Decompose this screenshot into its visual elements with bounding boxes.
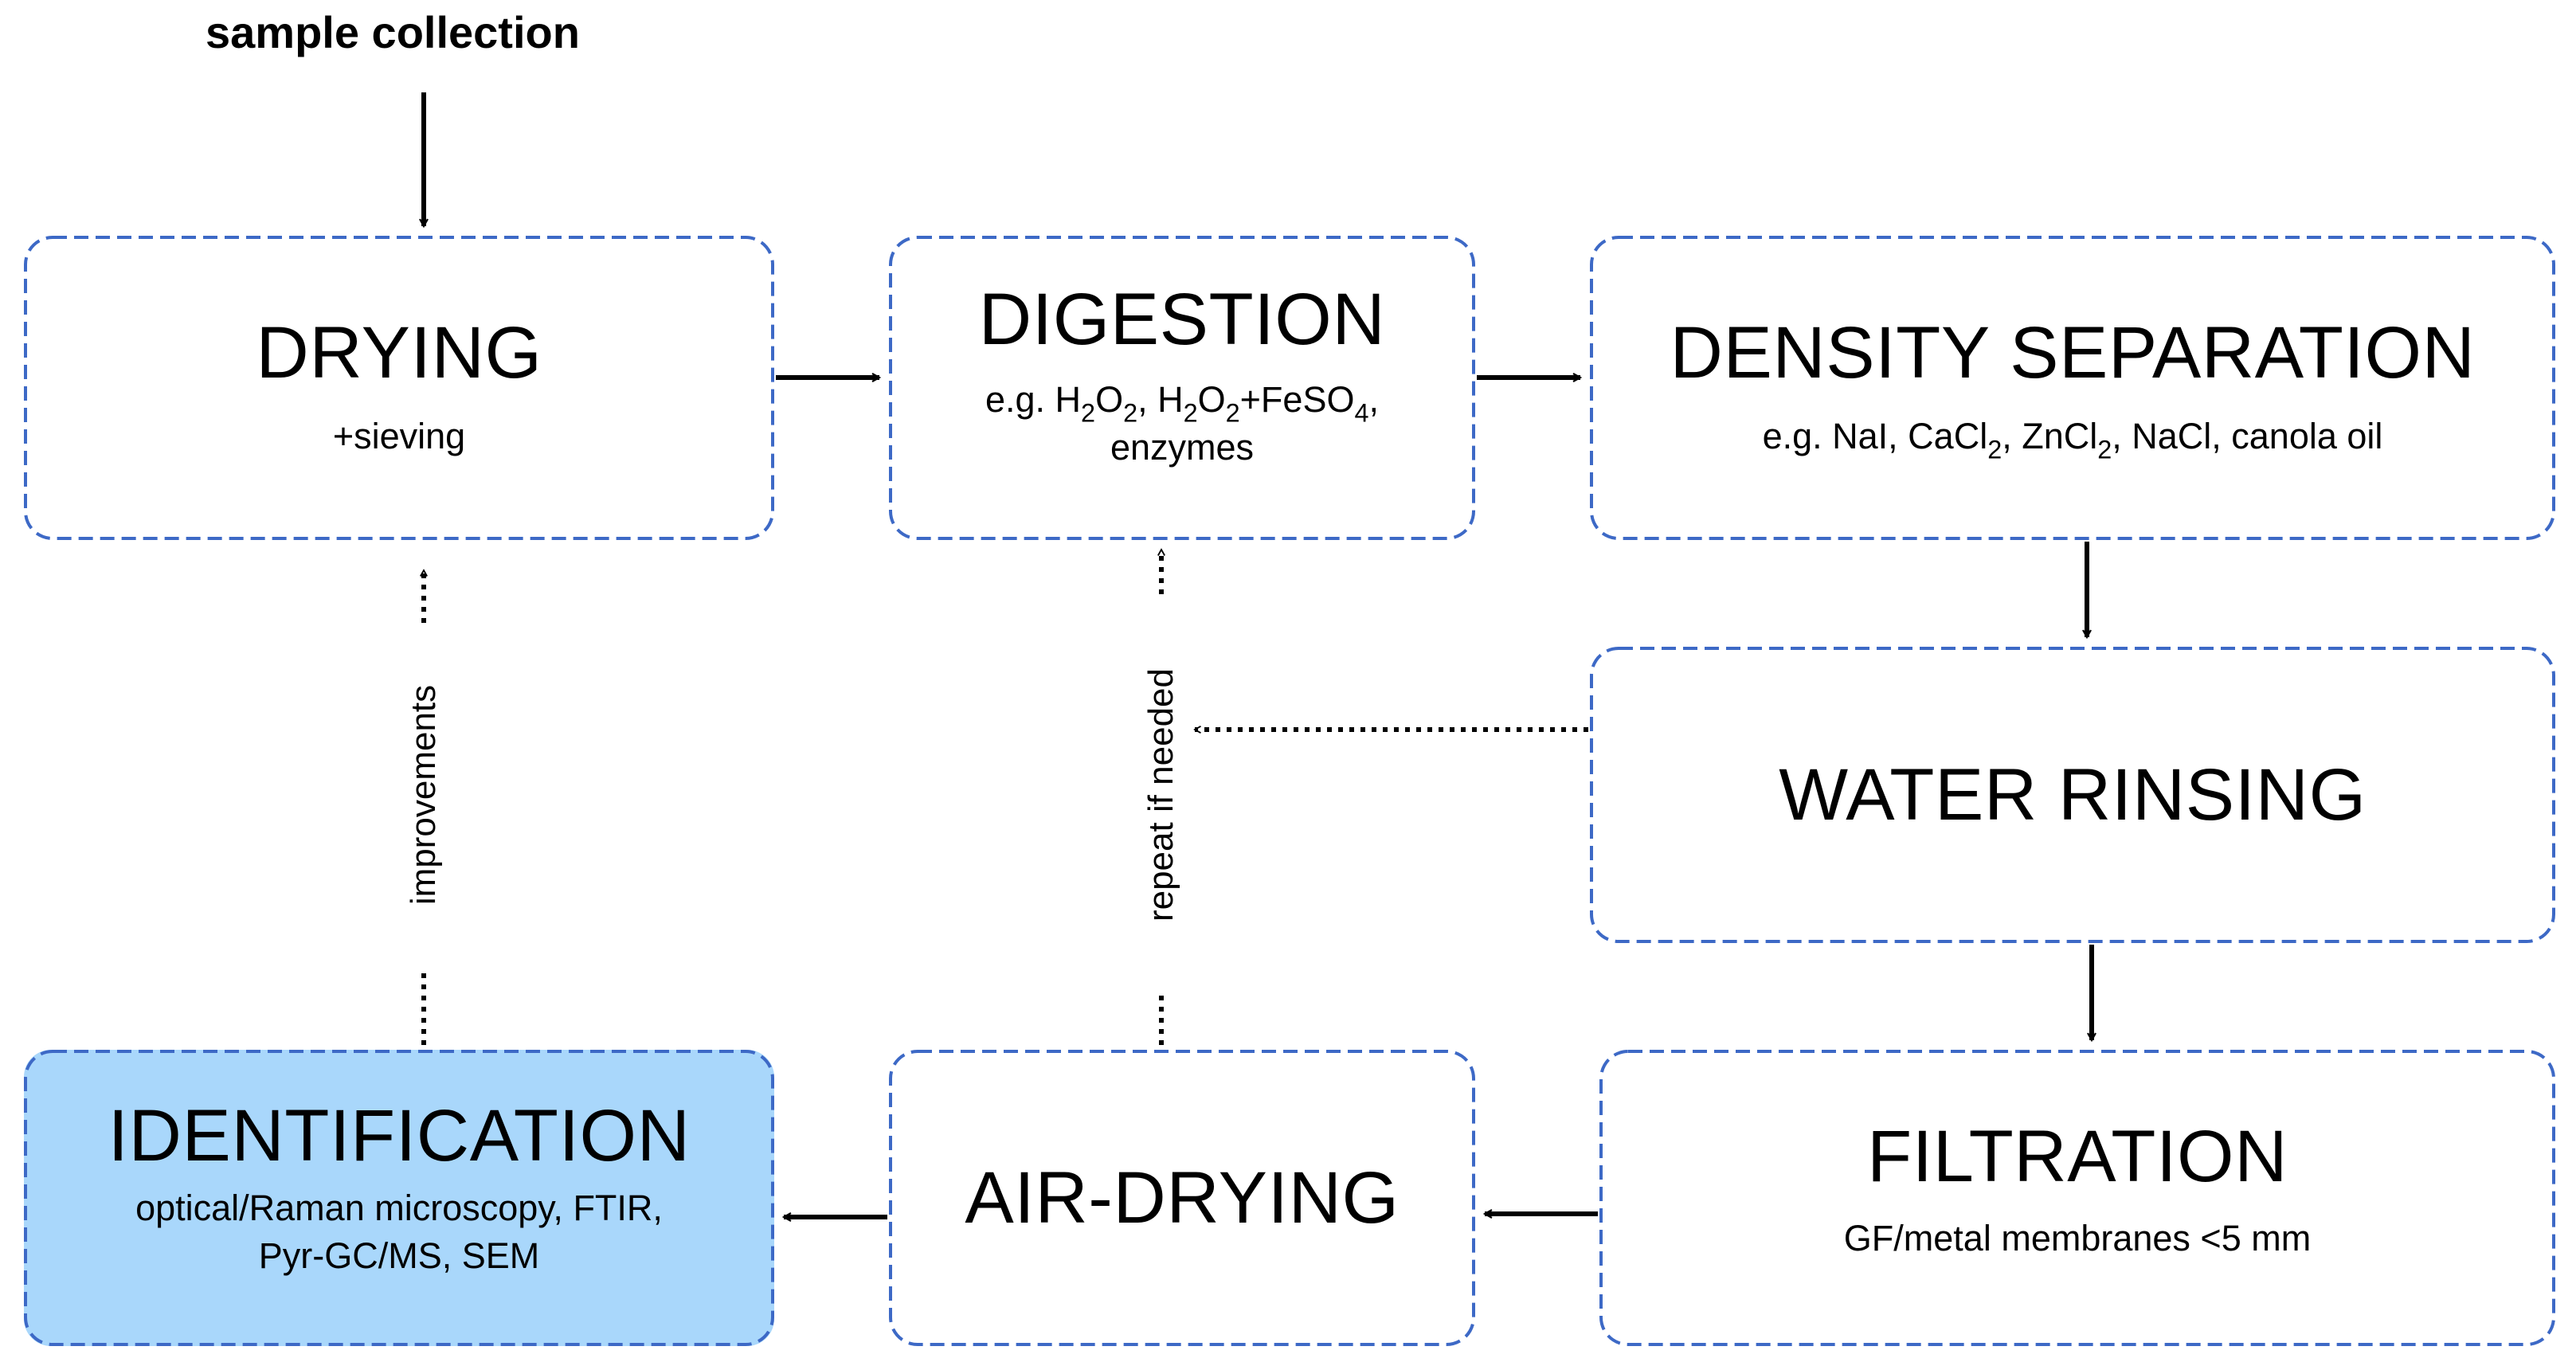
improvements-label: improvements (404, 684, 443, 906)
digestion-box: DIGESTION e.g. H2O2, H2O2+FeSO4,enzymes (889, 236, 1475, 540)
identification-box: IDENTIFICATION optical/Raman microscopy,… (24, 1050, 774, 1346)
sample-collection-label: sample collection (206, 7, 580, 57)
drying-box: DRYING +sieving (24, 236, 774, 540)
density-separation-box: DENSITY SEPARATION e.g. NaI, CaCl2, ZnCl… (1590, 236, 2555, 540)
repeat-label: repeat if needed (1141, 667, 1180, 922)
filtration-box: FILTRATION GF/metal membranes <5 mm (1599, 1050, 2555, 1346)
air-drying-box: AIR-DRYING (889, 1050, 1475, 1346)
